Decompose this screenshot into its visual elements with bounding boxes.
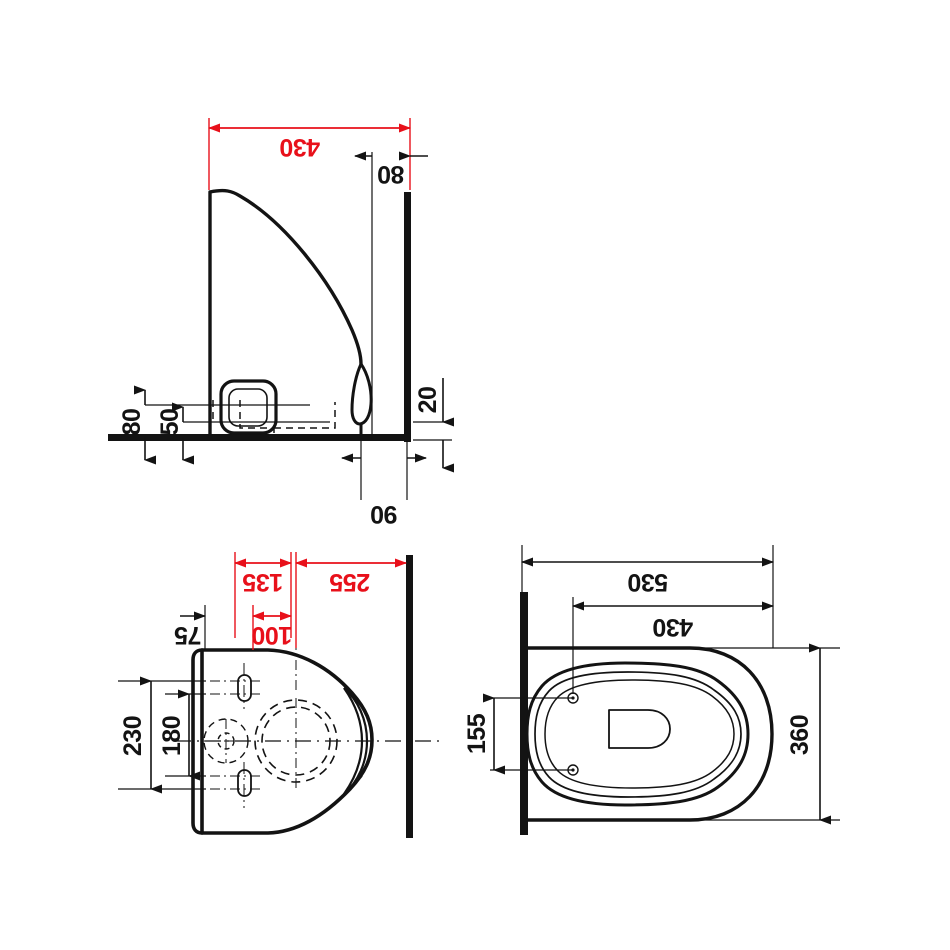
plan-outlet-circle-inner [261, 706, 331, 776]
top-seat-inner [534, 671, 742, 798]
dim-label-plan-100: 100 [252, 621, 292, 649]
dim-label-plan-75: 75 [174, 621, 201, 649]
side-button-inner [228, 388, 268, 427]
plan-wall [406, 555, 413, 838]
dim-label-top-155: 155 [463, 713, 491, 754]
view-top: 530 430 360 155 [463, 545, 840, 835]
top-seat-outer [525, 661, 750, 807]
side-hidden-line-3 [274, 402, 336, 429]
dim-label-plan-230: 230 [119, 716, 147, 756]
plan-nose-edges [343, 687, 363, 795]
dim-label-side-80v: 80 [118, 409, 146, 436]
top-wall [520, 592, 528, 835]
view-side-elevation: 430 80 80 50 20 90 [108, 118, 454, 528]
side-hidden-line-1 [239, 400, 275, 437]
dim-label-plan-135: 135 [242, 568, 283, 596]
dim-label-plan-255: 255 [329, 568, 370, 596]
dim-label-side-50: 50 [156, 409, 184, 436]
side-button-outer [219, 379, 278, 435]
plan-bolt-hlines [210, 680, 262, 790]
top-bowl-inner [544, 679, 735, 789]
dim-label-top-530: 530 [628, 568, 668, 596]
dim-label-side-90: 90 [371, 500, 398, 528]
side-wall [404, 192, 411, 442]
dim-label-side-80: 80 [378, 160, 405, 188]
dim-label-side-430: 430 [280, 133, 320, 161]
side-floor [108, 434, 411, 441]
side-body-outline [208, 188, 363, 439]
dim-label-top-430: 430 [653, 613, 693, 641]
top-outer-outline [524, 646, 774, 822]
top-d-shape [608, 709, 671, 749]
view-front-plan: 135 255 100 75 230 180 [118, 552, 440, 838]
dim-label-plan-180: 180 [158, 716, 186, 756]
plan-inlet-axes [204, 719, 248, 763]
dim-label-side-20: 20 [414, 387, 442, 414]
dim-label-top-360: 360 [786, 715, 814, 755]
